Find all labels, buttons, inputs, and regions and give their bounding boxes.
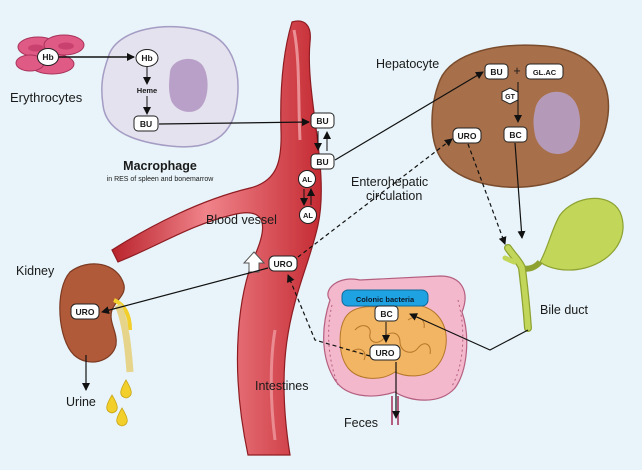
bu-vessel-top-node: BU xyxy=(310,112,335,129)
bc-hepatocyte-node: BC xyxy=(503,126,528,143)
svg-text:BC: BC xyxy=(380,309,392,319)
svg-text:BU: BU xyxy=(316,116,328,126)
macrophage-to-vessel-arrow xyxy=(158,118,310,127)
urine-drops xyxy=(106,379,132,427)
intestines-organ xyxy=(323,275,468,425)
vessel-to-kidney-arrow xyxy=(101,267,269,315)
heme-label: Heme xyxy=(137,86,157,95)
colonic-bacteria-label: Colonic bacteria xyxy=(356,295,415,304)
uro-kidney-node: URO xyxy=(70,303,100,320)
bu-macrophage-node: BU xyxy=(133,115,159,132)
intestine-to-vessel-dashed-arrow xyxy=(286,274,371,357)
glac-node: GL.AC xyxy=(525,63,564,80)
bu-hepatocyte-node: BU xyxy=(484,63,509,80)
svg-text:URO: URO xyxy=(76,307,95,317)
bc-intestine-node: BC xyxy=(374,305,399,322)
svg-text:BU: BU xyxy=(490,67,502,77)
bile-to-intestine-arrow xyxy=(409,313,529,351)
colonic-bacteria-banner: Colonic bacteria xyxy=(341,289,429,307)
feces-label: Feces xyxy=(344,416,378,430)
svg-text:BC: BC xyxy=(509,130,521,140)
uro-vessel-node: URO xyxy=(268,255,298,272)
bu-vessel-mid-node: BU xyxy=(310,153,335,170)
svg-text:GT: GT xyxy=(505,94,515,101)
svg-text:Hb: Hb xyxy=(141,53,152,63)
svg-text:BU: BU xyxy=(140,119,152,129)
al-upper-node: AL xyxy=(298,170,316,188)
kidney-label: Kidney xyxy=(16,264,55,278)
bile-duct-label: Bile duct xyxy=(540,303,588,317)
uro-hepatocyte-node: URO xyxy=(452,127,482,144)
hb-erythrocyte-label: Hb xyxy=(42,52,53,62)
svg-text:AL: AL xyxy=(302,175,312,184)
gallbladder xyxy=(502,197,624,332)
uro-to-bile-dashed-arrow xyxy=(467,143,507,245)
enterohepatic-dashed-arrow xyxy=(297,138,453,258)
svg-text:AL: AL xyxy=(303,211,313,220)
intestines-label: Intestines xyxy=(255,379,309,393)
svg-text:BU: BU xyxy=(316,157,328,167)
ureter xyxy=(114,303,134,373)
blood-vessel xyxy=(111,20,322,456)
erythrocytes-label: Erythrocytes xyxy=(10,90,83,105)
macrophage-sublabel: in RES of spleen and bonemarrow xyxy=(107,176,215,183)
urine-label: Urine xyxy=(66,395,96,409)
plus-sign: + xyxy=(513,64,520,78)
uro-intestine-node: URO xyxy=(369,344,401,361)
enterohepatic-label-line2: circulation xyxy=(366,189,422,203)
bc-to-bile-arrow xyxy=(514,142,526,239)
svg-text:URO: URO xyxy=(376,348,395,358)
blood-vessel-label: Blood vessel xyxy=(206,213,277,227)
gt-enzyme-node: GT xyxy=(501,87,519,105)
enterohepatic-label-line1: Enterohepatic xyxy=(351,175,428,189)
macrophage-label: Macrophage xyxy=(123,159,197,173)
hb-erythrocyte-node: Hb xyxy=(37,48,59,66)
svg-text:GL.AC: GL.AC xyxy=(533,68,557,77)
hepatocyte-label: Hepatocyte xyxy=(376,57,439,71)
svg-text:URO: URO xyxy=(274,259,293,269)
al-lower-node: AL xyxy=(299,206,317,224)
vessel-to-hepatocyte-arrow xyxy=(334,71,484,161)
svg-text:URO: URO xyxy=(458,131,477,141)
hb-macrophage-node: Hb xyxy=(135,49,159,67)
macrophage-cell xyxy=(101,25,239,148)
